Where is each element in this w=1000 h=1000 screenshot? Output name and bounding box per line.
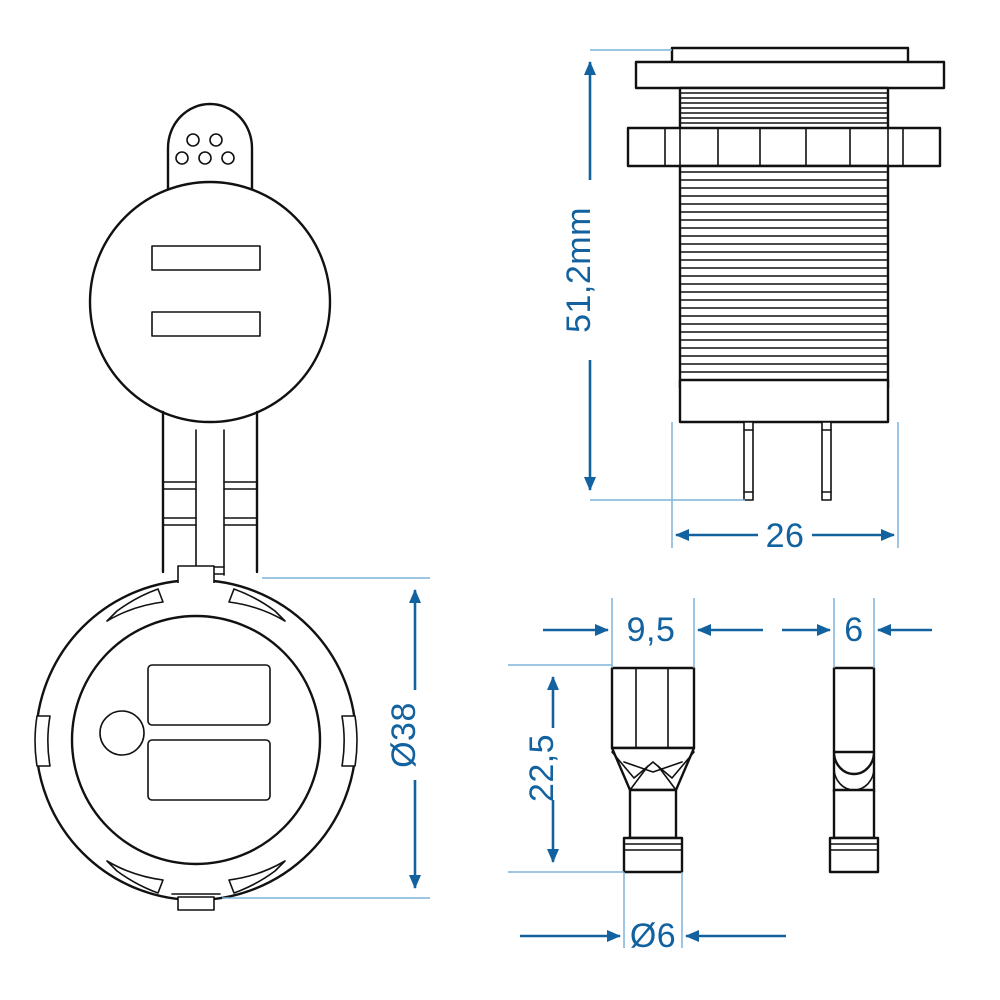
cap-vent-hole — [221, 151, 235, 165]
dimension-body-width: 26 — [671, 422, 899, 555]
dimension-label-terminal-height: 22,5 — [523, 734, 561, 802]
retaining-tab — [341, 715, 358, 767]
view-spade-terminal-side — [828, 666, 880, 874]
dimension-label-body-width: 26 — [766, 517, 805, 555]
retaining-tab — [228, 588, 286, 622]
terminal-side-neck — [832, 788, 876, 840]
lower-thread-lines — [680, 171, 888, 373]
view-usb-socket-front-with-cap — [88, 102, 332, 576]
view-usb-socket-face-plate — [34, 565, 358, 911]
dimension-terminal-height: 22,5 — [508, 664, 624, 873]
retaining-tab — [34, 715, 51, 767]
dimension-height: 51,2mm — [560, 49, 745, 501]
terminal-crimp-barrel — [622, 836, 684, 874]
terminal-shoulder — [610, 746, 696, 792]
retaining-tab — [228, 860, 286, 894]
terminal-side-curve — [832, 750, 876, 794]
usb-port-opening — [147, 664, 271, 726]
dimension-face-diameter: Ø38 — [222, 577, 430, 899]
dimension-label-height: 51,2mm — [560, 207, 598, 333]
cap-vent-hole — [186, 133, 200, 147]
lock-nut-facets — [664, 127, 904, 167]
mounting-flange — [634, 60, 946, 90]
terminal-side-body — [832, 666, 876, 754]
usb-port-opening — [147, 739, 271, 801]
retaining-tabs-group — [34, 588, 358, 894]
view-spade-terminal-front — [610, 666, 696, 874]
dimension-label-barrel-diameter: Ø6 — [630, 917, 676, 955]
lower-threaded-barrel — [678, 164, 890, 390]
socket-body-circle — [88, 180, 332, 424]
dimension-terminal-depth: 6 — [782, 598, 932, 668]
usb-port-slot — [151, 245, 261, 271]
terminal-base-block — [678, 378, 890, 424]
cap-vent-hole — [175, 151, 189, 165]
protective-cap — [166, 102, 254, 192]
led-indicator — [99, 710, 145, 756]
usb-port-slot — [151, 311, 261, 337]
dimension-terminal-width: 9,5 — [543, 598, 763, 668]
terminal-pin — [743, 421, 754, 501]
retaining-tab — [106, 860, 164, 894]
dimension-barrel-diameter: Ø6 — [520, 872, 786, 955]
dimension-label-terminal-width: 9,5 — [627, 611, 676, 649]
terminal-side-crimp — [828, 836, 880, 874]
cap-vent-hole — [198, 151, 212, 165]
face-top-stub — [177, 565, 215, 583]
retaining-tab — [106, 588, 164, 622]
lock-nut — [626, 126, 942, 168]
terminal-neck — [628, 788, 678, 840]
terminal-receptacle — [610, 666, 696, 750]
terminal-pin — [821, 421, 832, 501]
connecting-band — [161, 410, 259, 576]
view-usb-socket-side-section — [626, 46, 946, 501]
dimension-label-terminal-depth: 6 — [844, 611, 863, 649]
face-bottom-stub — [177, 896, 215, 911]
dimension-label-face-diameter: Ø38 — [385, 702, 423, 768]
cap-vent-hole — [209, 133, 223, 147]
